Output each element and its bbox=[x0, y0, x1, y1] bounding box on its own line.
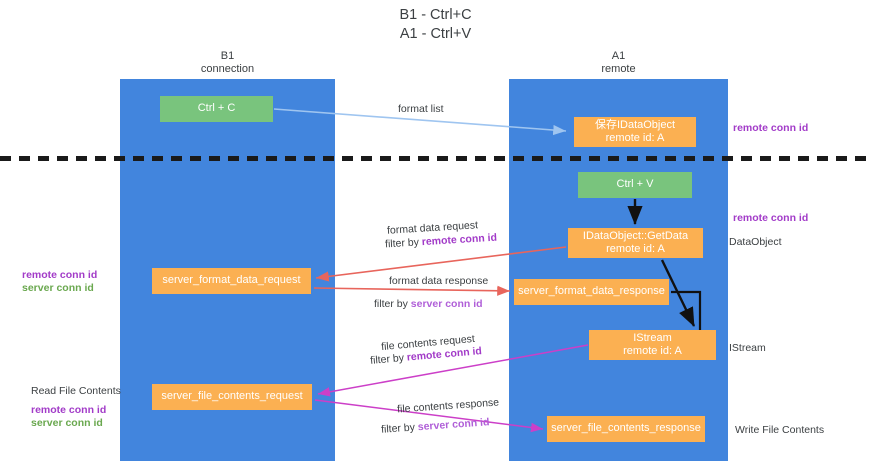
annotation-left-bottom-remote-conn-id: remote conn id bbox=[31, 404, 107, 416]
annotation-read-file-contents: Read File Contents bbox=[31, 385, 121, 397]
filter-prefix: filter by bbox=[374, 298, 411, 310]
node-ctrl-c[interactable]: Ctrl + C bbox=[160, 96, 273, 122]
annotation-left-read-file-contents-group: Read File Contents remote conn id server… bbox=[31, 385, 121, 430]
divider-dashed-line bbox=[0, 156, 871, 161]
wire-format-data-response bbox=[313, 285, 511, 296]
edge-label-file-contents-response: file contents response bbox=[396, 396, 500, 416]
annotation-left-server-conn-id: server conn id bbox=[22, 282, 94, 294]
edge-label-format-data-response-filter: filter by server conn id bbox=[374, 297, 483, 311]
filter-prefix: filter by bbox=[369, 351, 408, 367]
node-idataobject-getdata[interactable]: IDataObject::GetData remote id: A bbox=[568, 228, 703, 258]
filter-key-remote-conn-id: remote conn id bbox=[421, 231, 498, 249]
filter-key-server-conn-id: server conn id bbox=[417, 416, 490, 434]
edge-label-file-contents-response-filter: filter by server conn id bbox=[381, 415, 490, 437]
filter-key-server-conn-id: server conn id bbox=[410, 298, 483, 310]
column-header-b1: B1 connection bbox=[200, 50, 255, 75]
annotation-remote-conn-id-mid: remote conn id bbox=[733, 212, 809, 224]
node-server-file-contents-request[interactable]: server_file_contents_request bbox=[152, 384, 312, 410]
filter-prefix: filter by bbox=[384, 236, 423, 251]
node-server-format-data-request[interactable]: server_format_data_request bbox=[152, 268, 311, 294]
node-save-idataobject[interactable]: 保存IDataObject remote id: A bbox=[574, 117, 696, 147]
filter-prefix: filter by bbox=[380, 421, 419, 436]
annotation-istream: IStream bbox=[729, 342, 766, 354]
page-title: B1 - Ctrl+C A1 - Ctrl+V bbox=[399, 7, 472, 42]
annotation-remote-conn-id-top: remote conn id bbox=[733, 122, 809, 134]
node-server-format-data-response[interactable]: server_format_data_response bbox=[514, 279, 669, 305]
edge-label-format-data-response: format data response bbox=[389, 275, 489, 287]
edge-label-format-list: format list bbox=[398, 103, 444, 115]
annotation-write-file-contents: Write File Contents bbox=[735, 424, 825, 436]
annotation-dataobject: DataObject bbox=[729, 236, 782, 248]
annotation-left-remote-conn-id: remote conn id bbox=[22, 269, 98, 281]
annotation-left-bottom-server-conn-id: server conn id bbox=[31, 417, 103, 429]
node-ctrl-v[interactable]: Ctrl + V bbox=[578, 172, 692, 198]
column-header-a1: A1 remote bbox=[601, 50, 636, 75]
annotation-left-conn-ids: remote conn id server conn id bbox=[22, 269, 97, 295]
node-server-file-contents-response[interactable]: server_file_contents_response bbox=[547, 416, 705, 442]
node-istream[interactable]: IStream remote id: A bbox=[589, 330, 716, 360]
